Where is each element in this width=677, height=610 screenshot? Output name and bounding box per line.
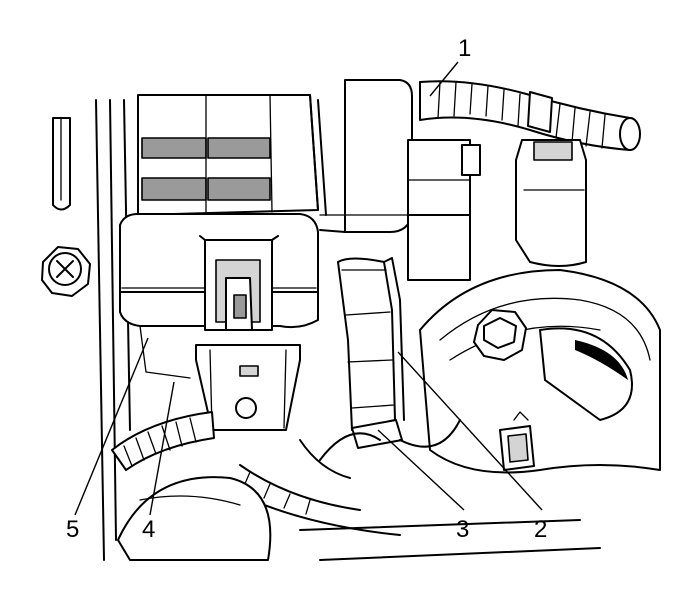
wiring-harness-upper [419,80,641,151]
harness-connector [515,139,587,267]
callout-label-4: 4 [142,516,155,543]
mounting-bolt-icon [41,246,91,297]
hood-prop-rod [52,117,71,211]
callout-label-1: 1 [458,35,471,62]
callout-label-3: 3 [456,516,469,543]
battery-tray [319,79,413,233]
leader-line-4 [149,381,175,516]
leader-lines [74,61,543,516]
callout-label-5: 5 [66,516,79,543]
leader-line-3 [377,429,465,511]
fender-edge [95,99,131,561]
strut-nut-icon [473,309,527,361]
lower-round-component [117,476,272,561]
relay-strip [337,257,405,449]
cover-latch [199,235,279,331]
wire-clip [499,411,535,471]
callout-label-2: 2 [534,516,547,543]
leader-line-5 [74,337,149,516]
leader-line-2 [397,351,543,511]
relay-boxes [407,139,481,281]
fuse-block-upper-panels [137,94,327,216]
misc-wires [299,419,601,561]
leader-line-1 [429,61,459,97]
strut-tower [419,269,661,474]
